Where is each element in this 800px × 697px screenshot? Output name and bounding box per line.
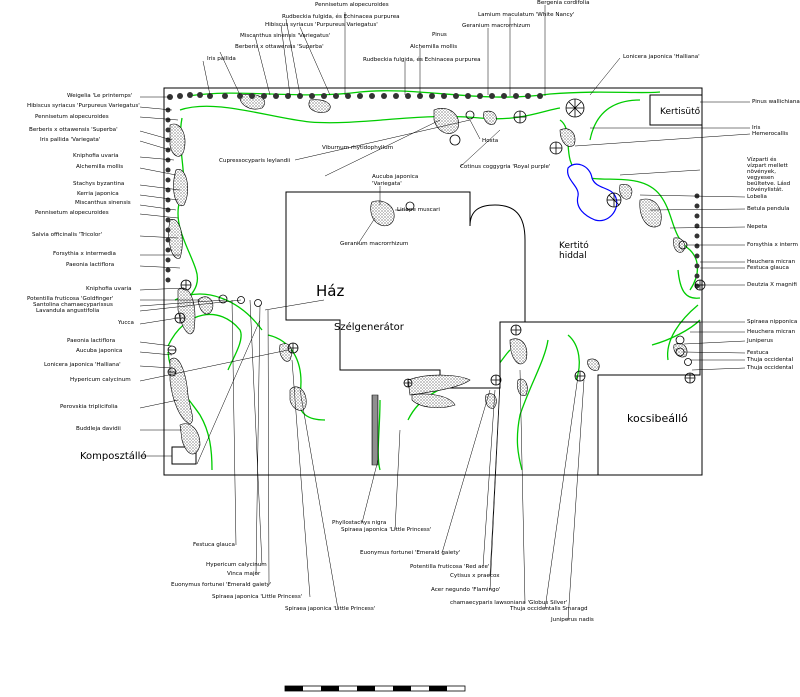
plant-label: Festuca [747,350,769,356]
plant-label: Perovskia triplicifolia [60,404,118,410]
plant-label: Pinus wallichiana [752,99,800,105]
plant-label: Paeonia lactiflora [67,338,116,344]
plant-label: Aucuba japonica [76,348,123,354]
plant-label: Rudbeckia fulgida, és Echinacea purpurea [282,14,400,20]
plant-label: Acer negundo 'Flamingo' [431,587,501,593]
plant-label: Berberis x ottawensis 'Superba' [29,127,118,133]
plant-label: Weigelia 'Le printemps' [67,93,133,99]
plant-label: Hosta [482,138,499,144]
plant-label: Hypericum calycinum [70,377,131,383]
plant-label: Thuja occidentalis Smaragd [510,606,588,612]
plant-label: Rudbeckia fulgida, és Echinacea purpurea [363,57,481,63]
plant-label: Kniphofia uvaria [86,286,132,292]
hedge-top [167,92,543,100]
property-boundary [163,87,703,476]
plant-label: Aucuba japonica 'Variegata' [372,174,419,187]
plant-label: Potentilla fruticosa 'Goldfinger' [27,296,114,302]
plant-label: Iris pallida 'Variegata' [40,137,101,143]
plant-label: Festuca glauca [747,265,789,271]
plant-label: Yucca [118,320,134,326]
plant-label: Bergenia cordifolia [537,0,590,6]
plant-label: Hemerocallis [752,131,789,137]
plant-label: Thuja occidental [747,365,794,371]
plant-label: Juniperus nadis [551,617,594,623]
hedge-right [694,193,700,289]
plant-label: Vízparti és vízpart mellett növények, ve… [747,157,791,193]
plant-label: Forsythia x interm [747,242,798,248]
plant-label: Lavandula angustifolia [36,308,100,314]
plant-label: Thuja occidental [747,357,794,363]
plant-label: Buddleja davidii [76,426,121,432]
plant-label: Viburnum rhytidophyllum [322,145,394,151]
plant-label: Festuca glauca [193,542,235,548]
plant-label: Alchemilla mollis [410,44,458,50]
plant-label: Geranium macrorrhizum [340,241,409,247]
plant-label: Nepeta [747,224,768,230]
plant-label: Euonymus fortunei 'Emerald gaiety' [360,550,461,556]
plant-label: Vinca major [227,571,261,577]
plant-label: Hibiscus syriacus 'Purpureus Variegatus' [27,103,140,109]
plant-label: Berberis x ottawensis 'Superba' [235,44,324,50]
plant-label: Lonicera japonica 'Halliana' [44,362,121,368]
plant-label: Phyllostachys nigra [332,520,387,526]
carport-outline [525,321,701,475]
leader-lines [139,5,751,621]
plant-label: Pennisetum alopecuroides [315,2,389,8]
plant-label: Betula pendula [747,206,790,212]
plant-label: Geranium macrorrhizum [462,23,531,29]
plant-label: Miscanthus sinensis [75,200,131,206]
pond [567,163,618,222]
plant-label: Hypericum calycinum [206,562,267,568]
plant-label: Alchemilla mollis [76,164,124,170]
plant-label: Pennisetum alopecuroides [35,114,109,120]
plant-label: Stachys byzantina [73,181,125,187]
plant-label: Pinus [432,32,447,38]
plant-label: Spiraea japonica 'Little Princess' [285,606,376,612]
plant-label: Spiraea nipponica [747,319,798,325]
grill-label: Kertisütő [660,107,701,117]
plant-label: Cotinus coggygria 'Royal purple' [460,164,551,170]
planting-beds [168,94,688,466]
grill-box [649,94,703,126]
plant-label: Potentilla fruticosa 'Red ace' [410,564,490,570]
plant-label: Paeonia lactiflora [66,262,115,268]
plant-label: Hibiscus syriacus 'Purpureus Variegatus' [265,22,378,28]
plant-label: Deutzia X magnifi [747,282,797,288]
plant-label: Kniphofia uvaria [73,153,119,159]
plant-label: Salvia officinalis 'Tricolor' [32,232,103,238]
scale-bar [284,685,466,692]
plant-label: Miscanthus sinensis 'Variegatus' [240,33,331,39]
plant-label: chamaecyparis lawsoniana 'Globus Silver' [450,600,568,606]
compost-label: Komposztálló [80,450,147,462]
plant-label: Heuchera micran [747,329,796,335]
plant-label: Iris [752,125,761,131]
plant-label: Lamium maculatum 'White Nancy' [478,12,575,18]
plant-label: Forsythia x intermedia [53,251,116,257]
plant-label: Liriope muscari [397,207,440,213]
plant-label: Lonicera japonica 'Halliana' [623,54,700,60]
wind-generator-label: Szélgenerátor [334,321,405,333]
plant-label: Cytisus x praecox [450,573,500,579]
plant-label: Santolina chamaecyparissus [33,302,113,308]
plant-label: Euonymus fortunei 'Emerald gaiety' [171,582,272,588]
plant-label: Cupressocyparis leylandii [219,158,291,164]
compost-box [171,446,197,465]
carport-label: kocsibeálló [627,412,688,425]
pond-label: Kertitó hiddal [559,241,589,261]
plant-label: Lobelia [747,194,767,200]
plant-label: Iris pallida [207,56,236,62]
plant-label: Pennisetum alopecuroides [35,210,109,216]
plant-label: Heuchera micran [747,259,796,265]
plant-label: Spiraea japonica 'Little Princess' [212,594,303,600]
house-label: Ház [316,282,344,300]
plant-label: Kerria japonica [77,191,119,197]
plant-label: Juniperus [747,338,774,344]
plant-label: Spiraea japonica 'Little Princess' [341,527,432,533]
